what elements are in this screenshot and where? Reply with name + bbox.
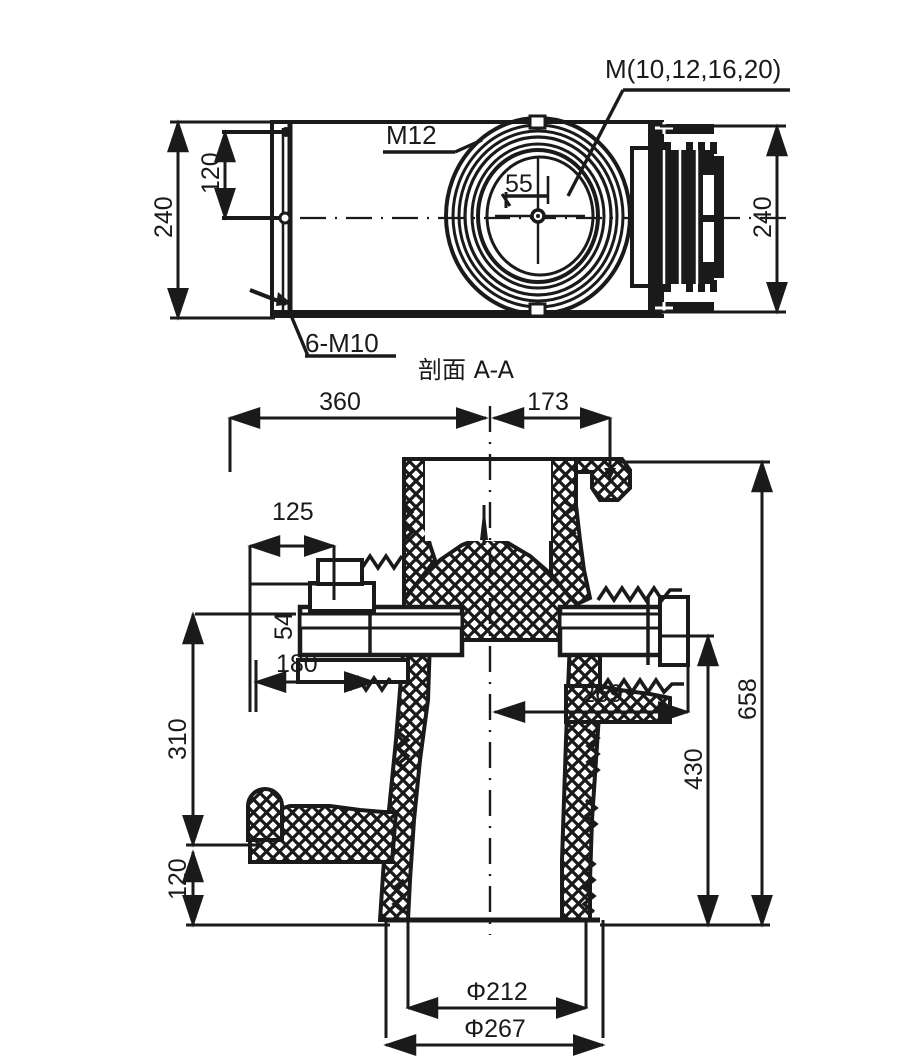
top-view-center-hub [495, 158, 585, 264]
dim-label-54: 54 [270, 612, 298, 640]
section-right-column-ripples [581, 728, 601, 914]
top-view-m12-label: M12 [386, 120, 437, 150]
section-left-bore [296, 558, 465, 684]
top-view-m12-leader [383, 138, 483, 154]
dim-label-180: 180 [276, 650, 318, 678]
dim-label-310: 310 [164, 718, 192, 760]
top-view-bolt-pattern-leader [288, 312, 396, 358]
top-view: M12 55 M(10,12,16,20) 6-M10 [150, 54, 790, 358]
section-top-void [425, 459, 551, 541]
dim-173 [491, 407, 616, 480]
dim-top-240-right [660, 123, 788, 315]
dim-label-360: 360 [319, 388, 361, 416]
section-view: 360 173 125 54 180 31 [164, 388, 773, 1056]
dim-label-430: 430 [680, 748, 708, 790]
top-view-terminal-block [630, 122, 724, 314]
dim-180 [253, 660, 377, 712]
top-view-thread-label: M(10,12,16,20) [605, 54, 781, 84]
dim-label-phi212: Φ212 [466, 978, 528, 1006]
dim-125 [247, 535, 337, 712]
section-title: 剖面 A-A [418, 356, 515, 384]
section-right-thread-teeth [562, 499, 684, 696]
dim-120-lower [182, 849, 390, 928]
dim-label-658: 658 [734, 678, 762, 720]
top-view-bolt-pattern-label: 6-M10 [305, 328, 379, 358]
dim-label-240-right: 240 [749, 196, 777, 238]
dim-label-125: 125 [272, 498, 314, 526]
top-view-bore-label: 55 [505, 170, 533, 198]
dim-label-240-left: 240 [150, 196, 178, 238]
section-right-bore [557, 595, 690, 667]
dim-269 [492, 660, 691, 723]
dim-label-phi267: Φ267 [464, 1015, 526, 1043]
section-left-column-ripples [391, 722, 411, 914]
dim-360 [227, 407, 489, 472]
dim-310 [182, 611, 260, 848]
top-view-thread-leader [566, 88, 790, 197]
dim-658 [600, 459, 773, 928]
top-view-bushing-tabs [528, 114, 547, 318]
section-center-spike [480, 505, 488, 545]
dim-top-240-left [167, 119, 275, 321]
section-bottom-spigot [384, 917, 605, 1038]
dim-label-173: 173 [527, 388, 569, 416]
dim-430 [660, 633, 719, 928]
dim-label-120-lower: 120 [164, 858, 192, 900]
top-view-bore-leader [500, 176, 550, 208]
dim-label-269: 269 [581, 680, 623, 708]
dim-label-120-top: 120 [197, 152, 225, 194]
